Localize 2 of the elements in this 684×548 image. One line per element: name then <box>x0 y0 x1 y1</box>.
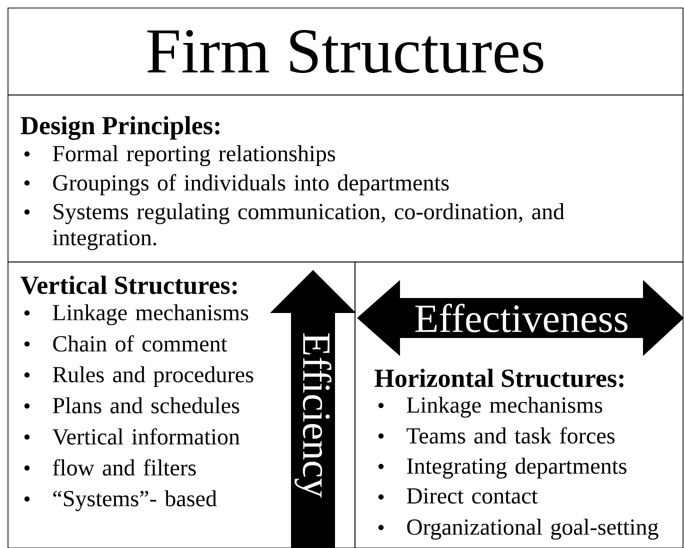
text-panel: Design Principles: Formal reporting relationships Groupings of individuals into departments Systems regulating communication, co-ordination, and integration. <box>8 94 684 262</box>
title-box: Firm Structures <box>8 8 684 96</box>
